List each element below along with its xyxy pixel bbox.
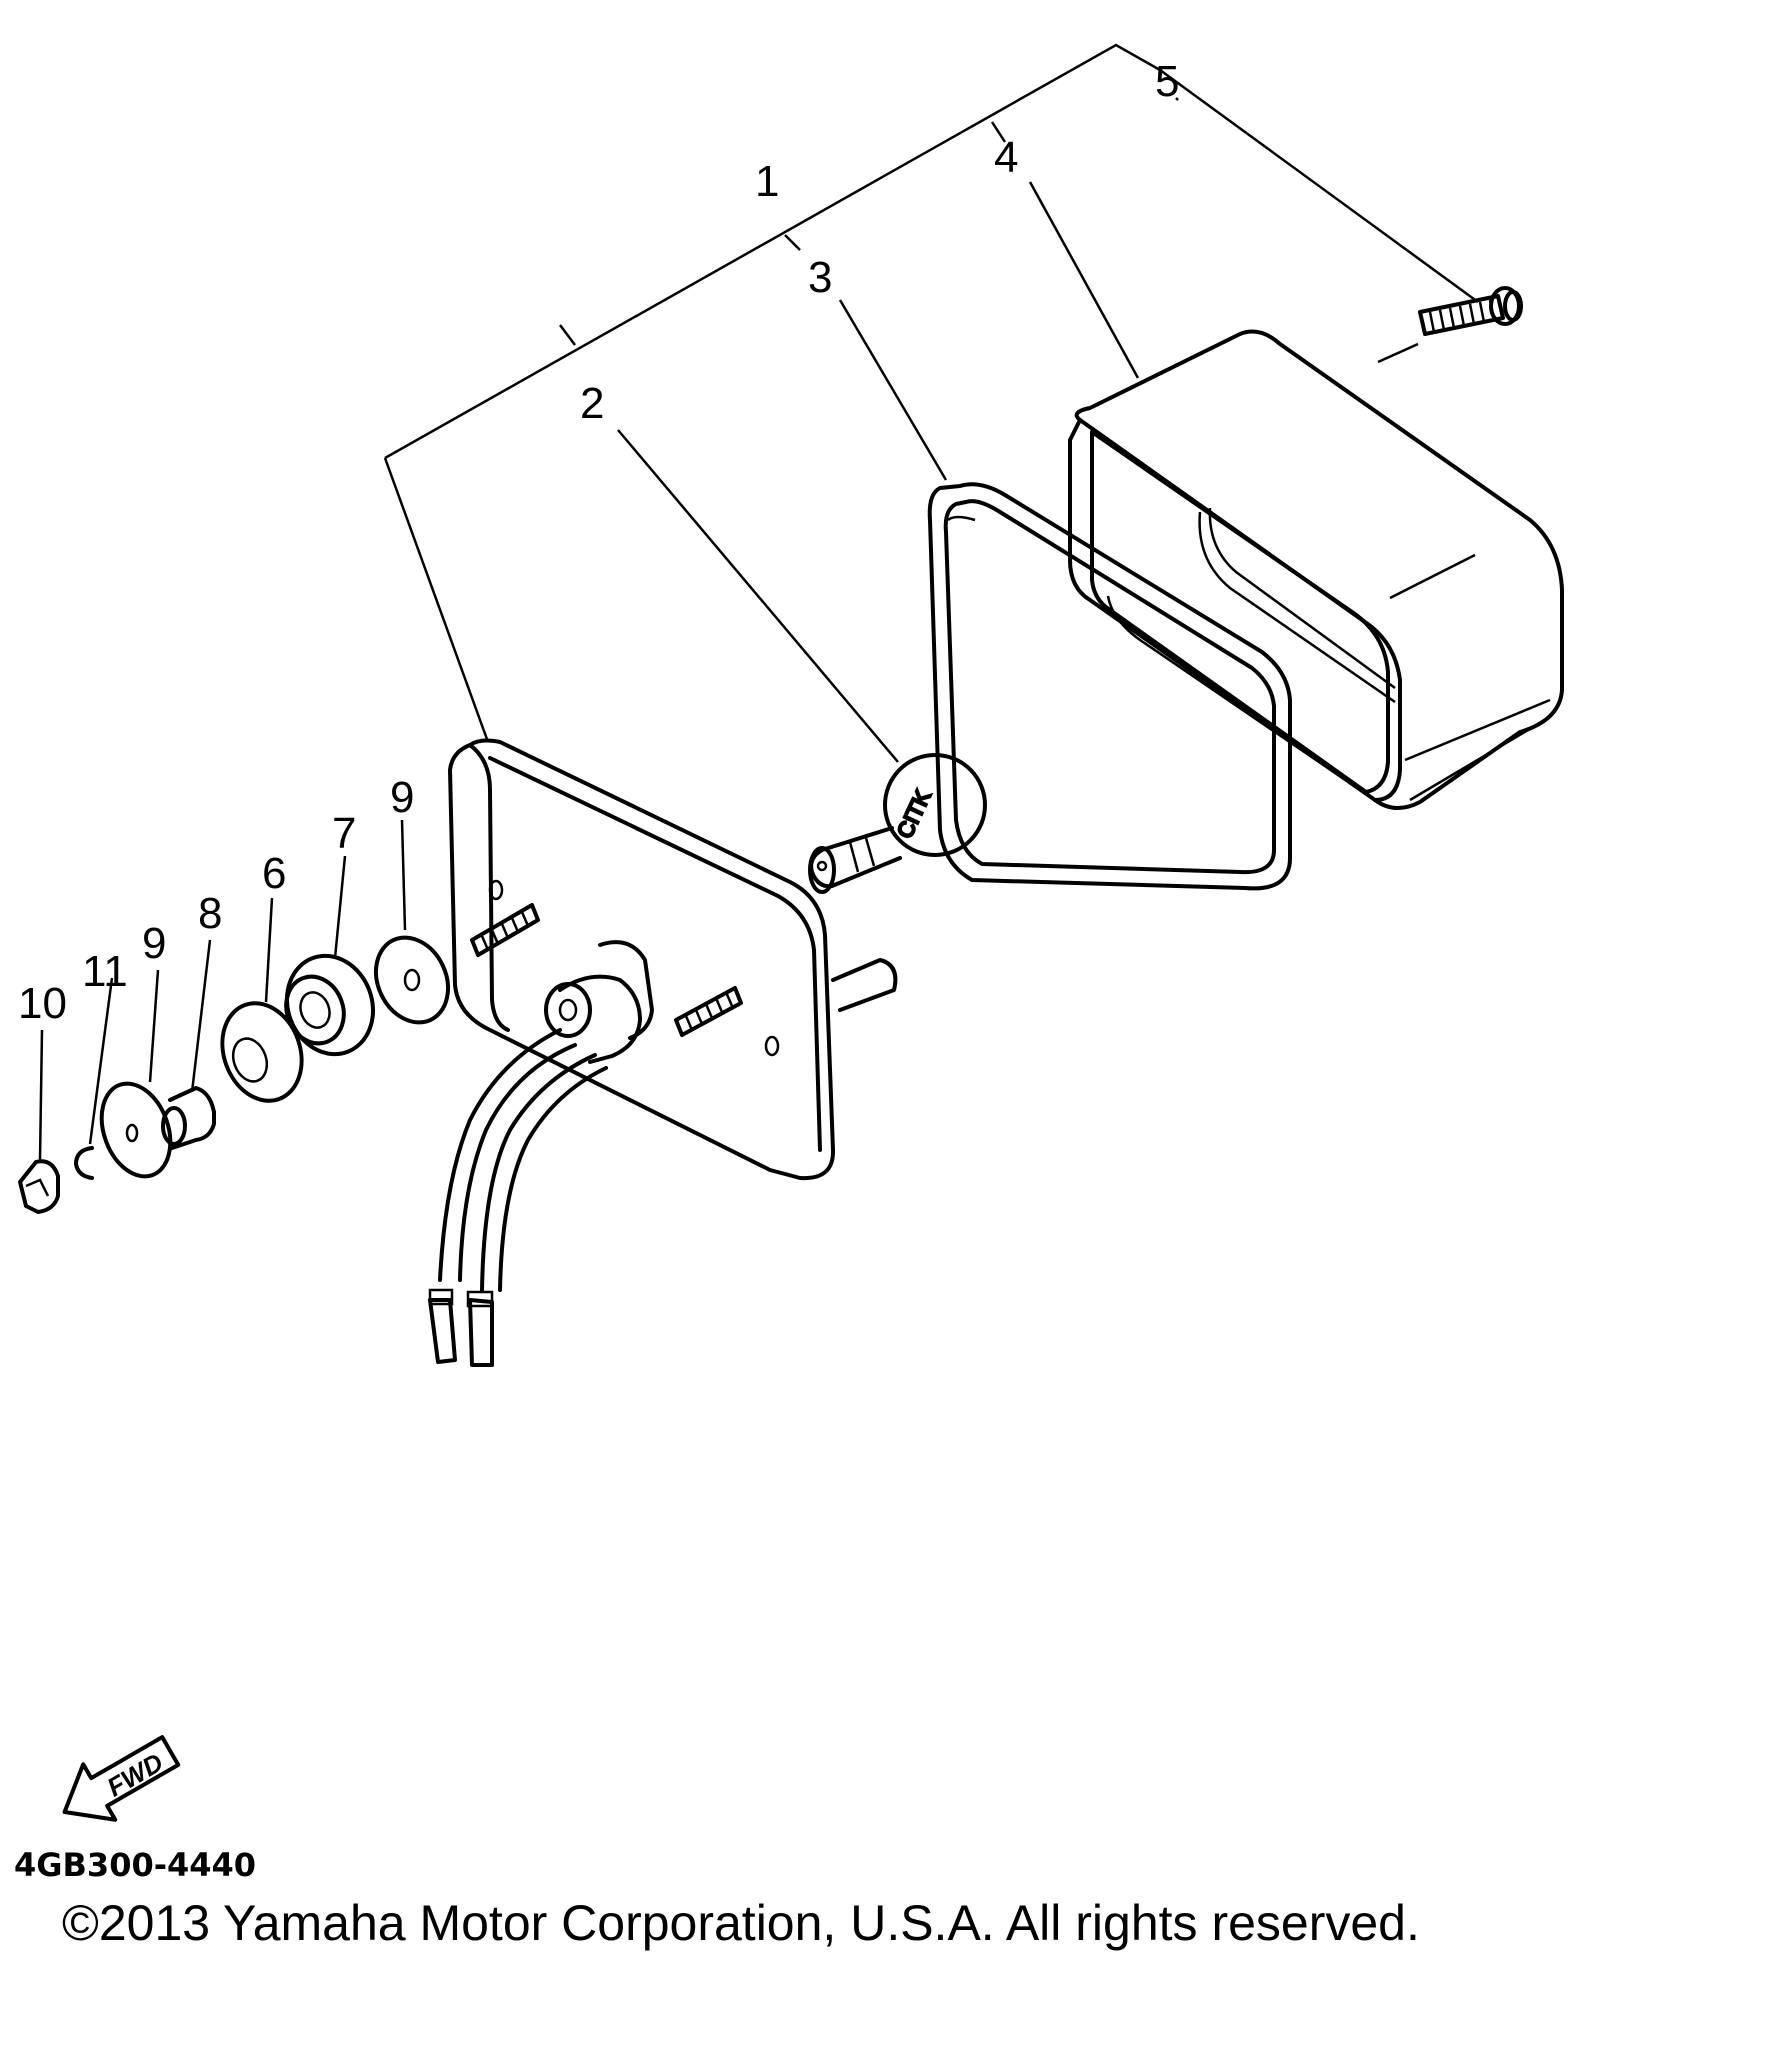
callout-11: 11 [82, 947, 128, 996]
callout-9-left: 9 [142, 919, 166, 968]
fwd-label: FWD [102, 1747, 168, 1803]
callout-2: 2 [580, 379, 604, 428]
callout-3: 3 [808, 253, 832, 302]
callout-10: 10 [18, 979, 67, 1028]
gasket-part-3 [927, 482, 1292, 891]
callout-6: 6 [262, 849, 286, 898]
diagram-code: 4GB300-4440 [14, 1846, 256, 1884]
callout-4: 4 [994, 133, 1018, 182]
lens-part-4 [1068, 329, 1564, 810]
fwd-arrow-icon: FWD [62, 1735, 181, 1822]
callouts: 5 4 1 3 2 9 7 6 8 9 11 10 [18, 57, 1179, 1028]
washer-part-9-right [374, 935, 450, 1025]
callout-5: 5 [1155, 57, 1179, 106]
washer-part-9-left [99, 1081, 173, 1179]
callout-7: 7 [332, 809, 356, 858]
bulb-part-2: CITK [808, 753, 987, 894]
callout-leaders [617, 97, 1179, 763]
circlip-part-11 [74, 1146, 94, 1180]
callout-9-right: 9 [390, 773, 414, 822]
collar-part-8 [161, 1086, 216, 1150]
assembly-bracket [383, 43, 1479, 743]
housing-part-1 [428, 738, 898, 1367]
screw-part-5 [1418, 286, 1523, 336]
callout-1: 1 [755, 157, 779, 206]
stud-upper [470, 903, 540, 957]
damper-part-6 [220, 1001, 304, 1103]
callout-8: 8 [198, 889, 222, 938]
small-part-leaders [38, 819, 407, 1161]
copyright-notice: ©2013 Yamaha Motor Corporation, U.S.A. A… [62, 1895, 1420, 1951]
stud-lower [674, 986, 743, 1037]
grommet-part-7 [284, 953, 376, 1057]
bulb-marking: CITK [892, 786, 936, 842]
nut-part-10 [18, 1159, 60, 1214]
